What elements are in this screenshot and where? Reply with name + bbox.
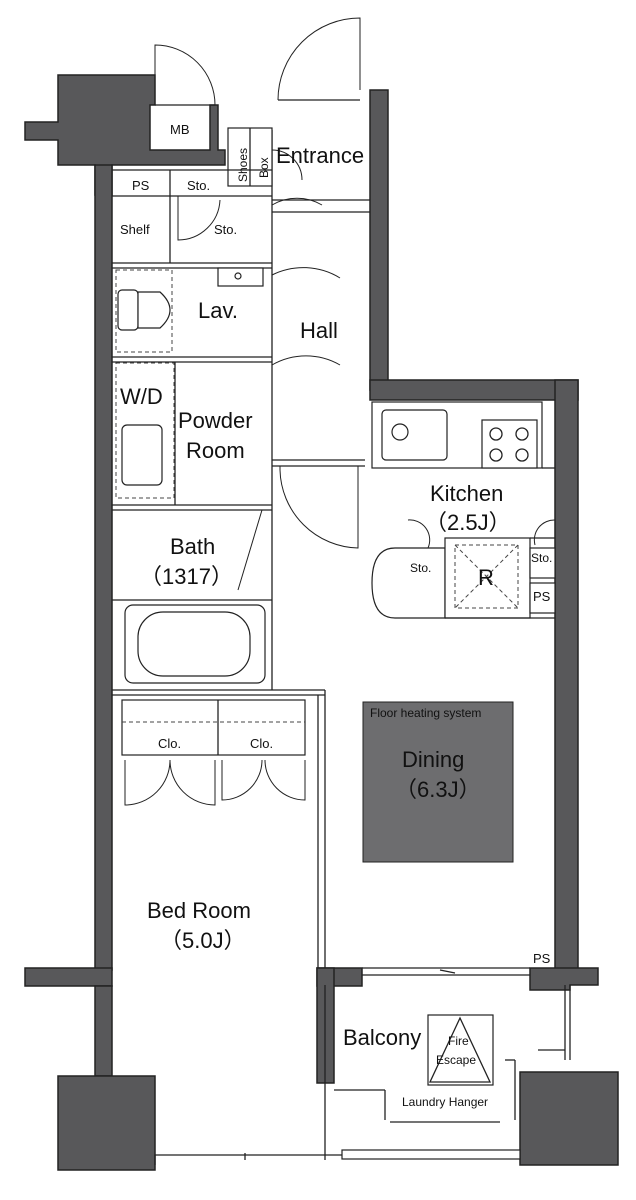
shoes-box-label-1: Shoes — [236, 148, 250, 182]
exterior-walls — [24, 74, 619, 1171]
laundry-hanger-label: Laundry Hanger — [402, 1095, 488, 1109]
ps-balcony-label: PS — [533, 951, 551, 966]
clo-label-1: Clo. — [158, 736, 181, 751]
floor-heating-label: Floor heating system — [370, 706, 481, 720]
sto-right-label: Sto. — [531, 551, 552, 565]
fridge-label: R — [478, 565, 494, 590]
sto-top-label: Sto. — [187, 178, 210, 193]
clo-label-2: Clo. — [250, 736, 273, 751]
balcony-label: Balcony — [343, 1025, 421, 1050]
sto-shelf-label: Sto. — [214, 222, 237, 237]
ps-top-label: PS — [132, 178, 150, 193]
doors — [124, 17, 556, 806]
bath-label-1: Bath — [170, 534, 215, 559]
powder-label-2: Room — [186, 438, 245, 463]
labels: MB Entrance Shoes Box PS Sto. Shelf Sto.… — [120, 122, 552, 1109]
lav-label: Lav. — [198, 298, 238, 323]
bath-label-2: （1317） — [140, 564, 233, 589]
mb-label: MB — [170, 122, 190, 137]
wd-label: W/D — [120, 384, 163, 409]
dining-label-2: （6.3J） — [395, 777, 481, 802]
floor-heating-area — [362, 701, 514, 863]
dining-label-1: Dining — [402, 747, 464, 772]
ps-kitchen-label: PS — [533, 589, 551, 604]
shoes-box-label-2: Box — [257, 157, 271, 178]
powder-label-1: Powder — [178, 408, 253, 433]
fire-escape-label-1: Fire — [448, 1034, 469, 1048]
hall-label: Hall — [300, 318, 338, 343]
bedroom-label-1: Bed Room — [147, 898, 251, 923]
fixtures — [115, 267, 538, 1086]
shelf-label: Shelf — [120, 222, 150, 237]
fire-escape-label-2: Escape — [436, 1053, 476, 1067]
kitchen-label-1: Kitchen — [430, 481, 503, 506]
sto-kitchen-label: Sto. — [410, 561, 431, 575]
bedroom-label-2: （5.0J） — [160, 928, 246, 953]
kitchen-label-2: （2.5J） — [425, 510, 511, 535]
entrance-label: Entrance — [276, 143, 364, 168]
